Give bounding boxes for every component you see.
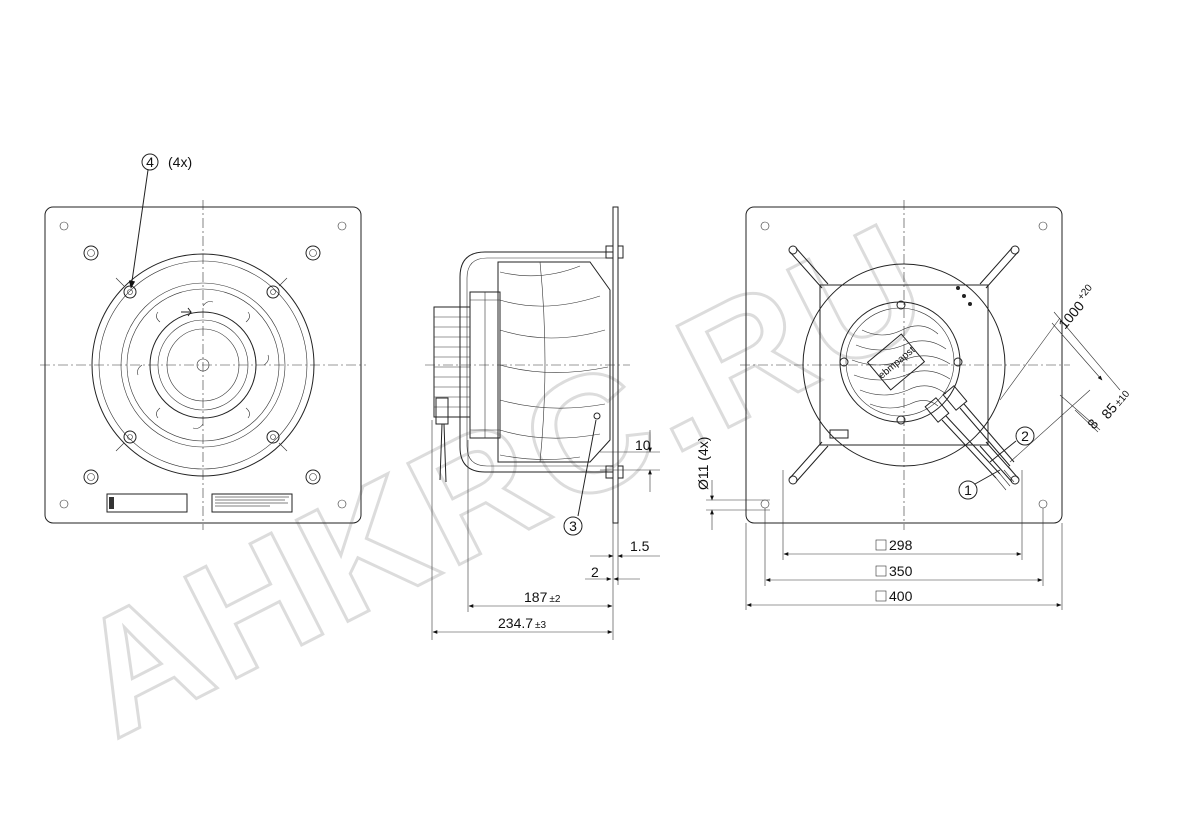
callout-4-qty: (4x) [168,154,192,170]
rear-motor-bolts [839,300,963,425]
rear-frame [819,284,989,446]
watermark-text: AHKRC.RU [47,186,957,771]
side-strut [459,251,613,473]
dim-350: 350 [765,563,1043,582]
front-bolts [83,245,321,485]
dim-cable [999,311,1121,463]
front-blades [137,301,269,429]
svg-text:187±2: 187±2 [524,589,561,605]
side-plate-nuts [605,245,624,479]
callout-4-leader [128,169,149,289]
svg-text:400: 400 [889,588,913,604]
svg-text:2: 2 [591,564,599,580]
svg-text:298: 298 [889,537,913,553]
svg-text:85±10: 85±10 [1098,385,1133,422]
callout-1: 1 [964,482,972,498]
callout-1-leader [974,469,1001,485]
rotation-arrow-icon [181,307,192,317]
front-label-warning [211,493,293,513]
front-inlet-ring [98,260,308,470]
side-heatsink-fins [434,316,470,408]
callout-2-bubble [1015,426,1035,446]
svg-text:Ø11 (4x): Ø11 (4x) [695,437,711,490]
callout-4-bubble [141,153,159,171]
dim-400: 400 [746,588,1062,607]
rear-cable-glands [924,385,968,423]
svg-text:234.7±3: 234.7±3 [498,615,547,631]
front-view: 4 (4x) [40,153,366,530]
dim-hole: Ø11 (4x) [695,437,770,530]
callout-3-leader [577,419,597,517]
callout-2-leader [989,440,1017,463]
front-label-blank [106,493,188,513]
rear-cables [941,403,1015,479]
callout-1-bubble [958,480,978,500]
side-cable [439,423,447,483]
callout-3: 3 [569,518,577,534]
svg-text:1000+20: 1000+20 [1054,282,1100,332]
front-hub [196,358,210,372]
rear-wire-ends [995,465,1019,491]
front-ring-bolts [115,277,288,452]
rear-view: ebmpapst [695,200,1133,610]
side-ground-bolt [593,412,601,420]
dim-plate-thickness: 1.5 [590,538,660,558]
rear-small-label [829,429,849,439]
front-nozzle [149,311,257,419]
side-impeller [497,261,611,463]
callout-4: 4 [146,154,154,170]
rear-indicator-dots [956,286,972,306]
rear-housing-ring [802,263,1006,467]
front-inlet-ring-outer [91,253,315,477]
front-corner-holes [59,221,347,509]
dim-depth-total: 234.7±3 [432,615,613,634]
svg-text:10: 10 [635,437,651,453]
callout-3-bubble [563,516,583,536]
side-view: 3 10 1.5 2 187±2 [425,206,660,640]
dim-wire-end: 8 [1084,416,1101,432]
dim-depth-inner: 187±2 [468,589,613,608]
front-impeller-ring [120,282,286,448]
side-electronics [433,306,471,418]
dim-flange-offset: 10 [600,430,660,492]
svg-text:1.5: 1.5 [630,538,650,554]
side-blades [499,261,609,463]
svg-text:350: 350 [889,563,913,579]
dim-gap: 2 [585,564,640,581]
callout-2: 2 [1021,428,1029,444]
front-label-text-lines [215,496,289,507]
rear-brand-plate [866,333,926,391]
dim-298: 298 [783,537,1022,556]
watermark: AHKRC.RU [46,184,959,772]
